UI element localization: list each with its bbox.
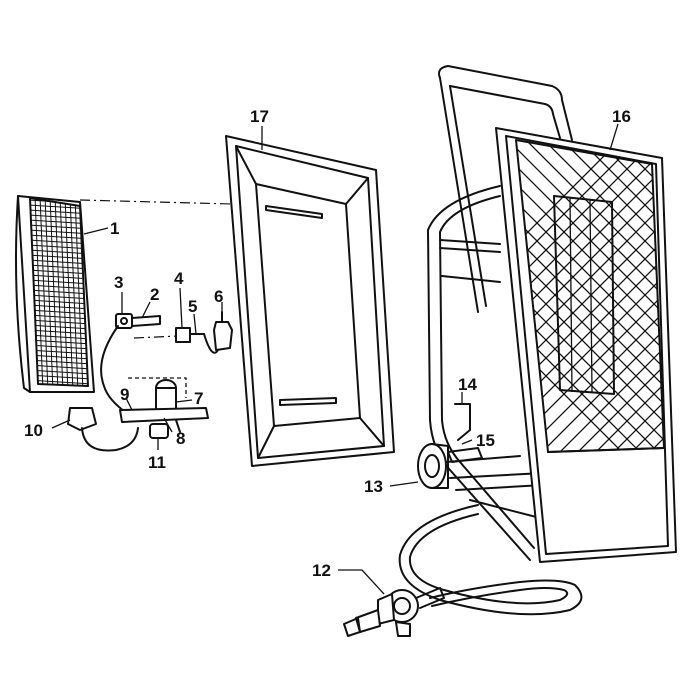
callout-17: 17 xyxy=(250,107,269,126)
mesh-line xyxy=(30,359,88,365)
callout-5: 5 xyxy=(188,297,197,316)
mesh-line xyxy=(30,379,88,385)
protective-grille xyxy=(495,127,700,563)
mesh-line xyxy=(30,374,88,380)
leader-lines xyxy=(51,123,619,595)
mesh-line xyxy=(69,198,79,386)
lattice-bar xyxy=(587,140,664,452)
alignment-line xyxy=(79,199,233,205)
mesh-line xyxy=(30,344,88,350)
lattice-bar xyxy=(516,140,631,452)
lattice-bar xyxy=(516,140,664,452)
lattice-bar xyxy=(516,140,664,452)
mesh-line xyxy=(30,334,88,340)
reflector-housing xyxy=(225,135,395,467)
mesh-line xyxy=(30,234,88,240)
lattice-bar xyxy=(696,130,700,460)
mesh-line xyxy=(30,239,88,245)
mesh-line xyxy=(30,329,88,335)
lattice-bar xyxy=(516,140,649,452)
callout-labels: 1 2 3 4 5 6 7 8 9 10 11 12 13 14 15 16 1… xyxy=(24,107,631,580)
lattice-bar xyxy=(533,140,664,452)
mesh-line xyxy=(30,314,88,320)
regulator-hose xyxy=(343,504,583,637)
mesh-line xyxy=(30,274,88,280)
mesh-line xyxy=(30,264,88,270)
callout-7: 7 xyxy=(194,389,203,408)
callout-14: 14 xyxy=(458,375,477,394)
mesh-line xyxy=(30,309,88,315)
mesh-line xyxy=(30,364,88,370)
mesh-line xyxy=(30,254,88,260)
lattice-bar xyxy=(516,140,664,452)
callout-10: 10 xyxy=(24,421,43,440)
mesh-line xyxy=(59,198,69,386)
lattice-bar xyxy=(551,140,664,452)
lattice-bar xyxy=(569,140,664,452)
callout-11: 11 xyxy=(148,453,166,472)
mesh-line xyxy=(30,269,88,275)
callout-8: 8 xyxy=(176,429,185,448)
mesh-line xyxy=(44,198,54,386)
wheel xyxy=(417,443,449,489)
mesh-line xyxy=(30,319,88,325)
callout-9: 9 xyxy=(120,385,129,404)
mesh-line xyxy=(30,279,88,285)
ignition-components xyxy=(67,311,233,452)
lattice-bar xyxy=(516,140,649,452)
lattice-bar xyxy=(569,140,664,452)
mesh-line xyxy=(30,354,88,360)
callout-3: 3 xyxy=(114,273,123,292)
mesh-line xyxy=(30,324,88,330)
mesh-line xyxy=(30,244,88,250)
burner-mesh xyxy=(30,198,88,386)
callout-6: 6 xyxy=(214,287,223,306)
mesh-line xyxy=(30,249,88,255)
mesh-line xyxy=(74,198,84,386)
burner-grid xyxy=(15,195,95,393)
lattice-bar xyxy=(516,140,664,452)
mesh-line xyxy=(30,304,88,310)
lattice-bar xyxy=(678,130,700,460)
lattice-bar xyxy=(516,140,664,452)
mesh-line xyxy=(30,294,88,300)
lattice-bar xyxy=(516,140,664,452)
mesh-line xyxy=(34,198,44,386)
lattice-bar xyxy=(587,140,664,452)
callout-16: 16 xyxy=(612,107,631,126)
callout-12: 12 xyxy=(312,561,331,580)
callout-1: 1 xyxy=(110,219,119,238)
lattice-bar xyxy=(551,140,664,452)
mesh-line xyxy=(30,299,88,305)
mesh-line xyxy=(30,259,88,265)
alignment-line-2 xyxy=(133,335,179,339)
lattice-bar xyxy=(516,140,664,452)
mesh-line xyxy=(30,349,88,355)
lattice-bar xyxy=(696,130,700,460)
lattice-bar xyxy=(678,130,700,460)
mesh-line xyxy=(49,198,59,386)
callout-15: 15 xyxy=(476,431,495,450)
mesh-line xyxy=(30,369,88,375)
mesh-line xyxy=(64,198,74,386)
lattice-bar xyxy=(516,140,631,452)
mesh-line xyxy=(30,339,88,345)
callout-4: 4 xyxy=(174,269,184,288)
mesh-line xyxy=(39,198,49,386)
lattice-bar xyxy=(533,140,664,452)
lattice-bar xyxy=(516,140,664,452)
lattice-bar xyxy=(605,140,664,452)
mesh-line xyxy=(30,289,88,295)
callout-13: 13 xyxy=(364,477,383,496)
mesh-line xyxy=(30,284,88,290)
callout-2: 2 xyxy=(150,285,159,304)
mesh-line xyxy=(54,198,64,386)
